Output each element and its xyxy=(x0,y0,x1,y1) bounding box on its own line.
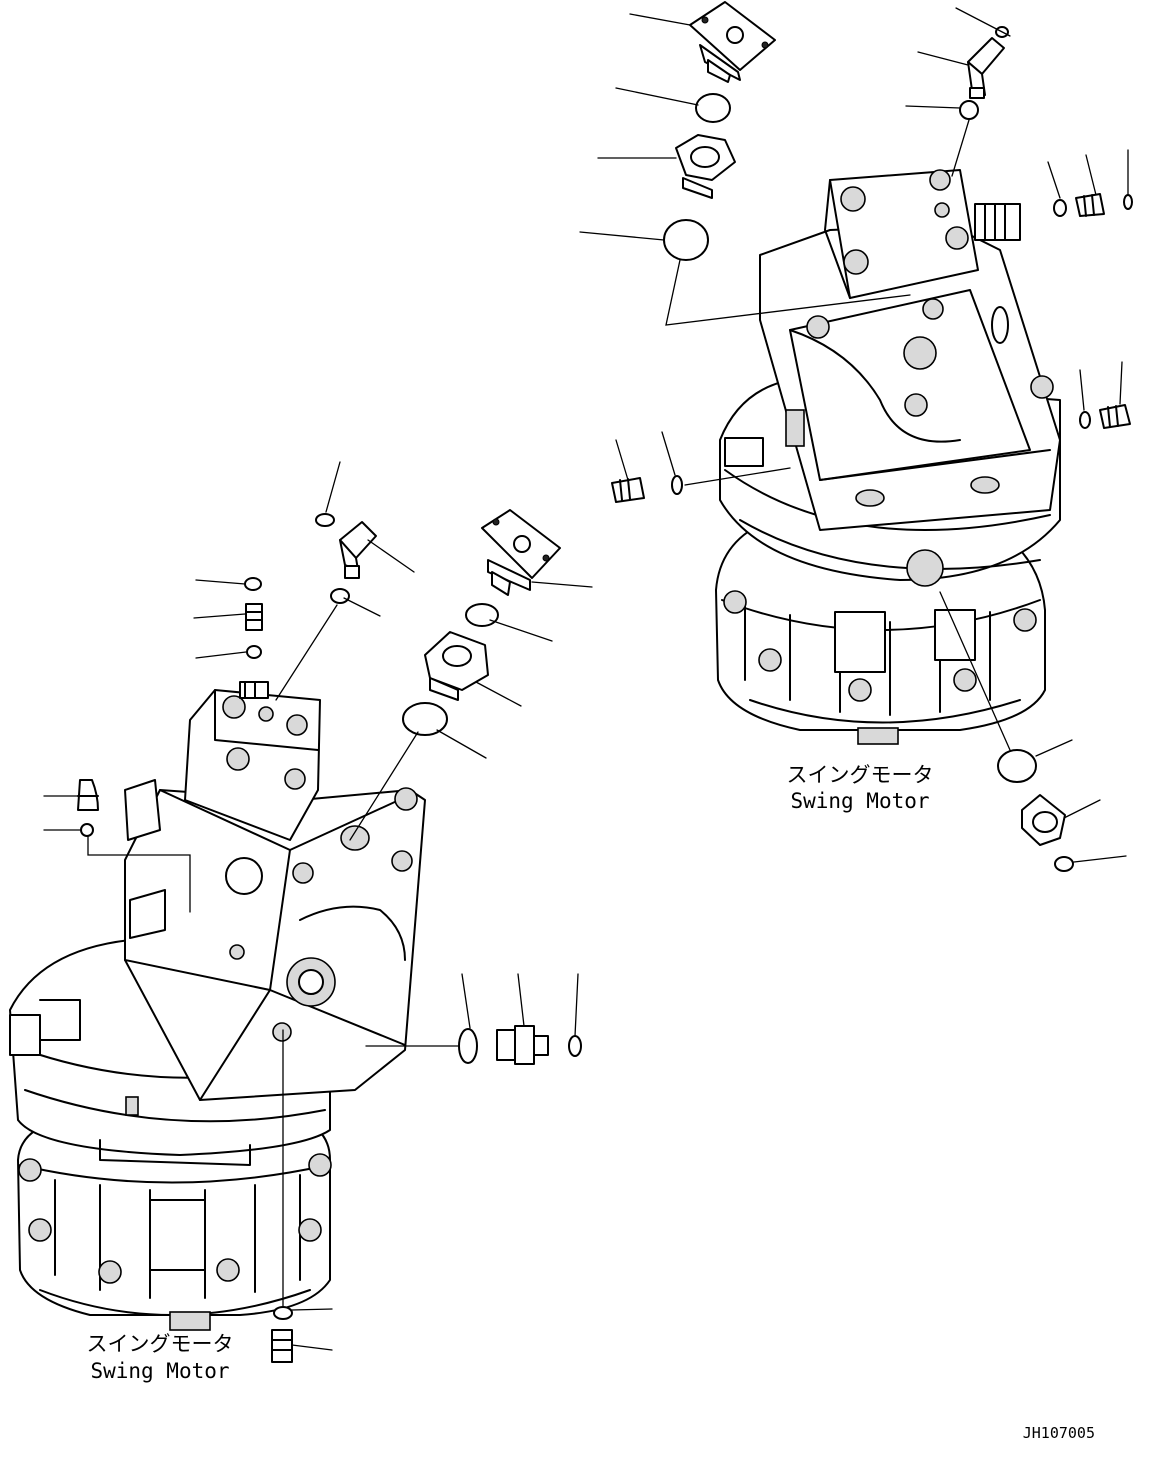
lower-sub-block xyxy=(184,681,321,841)
upper-leader-lines xyxy=(579,7,1129,863)
lower-label-en: Swing Motor xyxy=(90,1359,229,1383)
lower-leader-lines xyxy=(43,461,593,1351)
lower-exploded-parts xyxy=(77,509,582,1363)
lower-swing-motor: スイングモータ Swing Motor xyxy=(9,461,593,1383)
upper-valve-block xyxy=(759,224,1061,587)
drawing-code: JH107005 xyxy=(1023,1424,1095,1442)
upper-exploded-parts xyxy=(611,1,1133,872)
lower-motor-housing xyxy=(17,1119,332,1331)
upper-swing-motor: スイングモータ Swing Motor xyxy=(579,1,1133,872)
lower-valve-block xyxy=(124,779,426,1101)
lower-label-jp: スイングモータ xyxy=(87,1332,234,1356)
upper-label-en: Swing Motor xyxy=(790,789,929,813)
upper-sub-block xyxy=(824,169,1021,299)
upper-label-jp: スイングモータ xyxy=(787,763,934,787)
